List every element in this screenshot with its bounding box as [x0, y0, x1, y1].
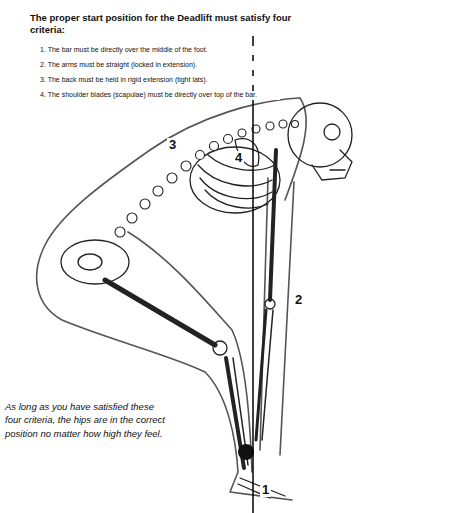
bar-path-line — [252, 36, 254, 513]
title: The proper start position for the Deadli… — [30, 12, 315, 36]
criterion-item: 2. The arms must be straight (locked in … — [40, 61, 290, 70]
callout-number: 1 — [260, 483, 271, 497]
callout-number: 3 — [167, 138, 178, 152]
criterion-item: 4. The shoulder blades (scapulae) must b… — [40, 91, 280, 100]
note-text: As long as you have satisfied these four… — [5, 400, 165, 440]
criterion-item: 1. The bar must be directly over the mid… — [40, 46, 290, 55]
barbell — [238, 444, 254, 460]
callout-number: 4 — [233, 151, 244, 165]
criterion-item: 3. The back must be held in rigid extens… — [40, 76, 290, 85]
callout-number: 2 — [293, 293, 304, 307]
